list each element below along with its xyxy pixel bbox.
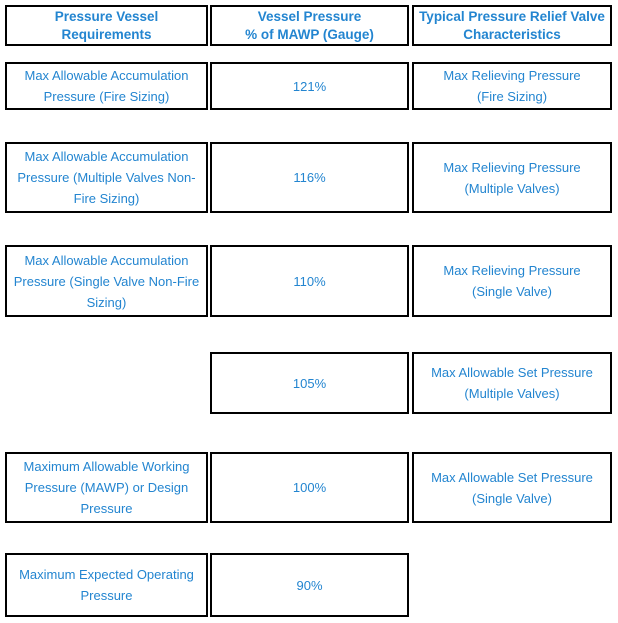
cell-valve-set-multiple: Max Allowable Set Pressure (Multiple Val…	[412, 352, 612, 414]
cell-percent-116: 116%	[210, 142, 409, 213]
cell-valve-relieving-multiple: Max Relieving Pressure (Multiple Valves)	[412, 142, 612, 213]
cell-percent-90: 90%	[210, 553, 409, 617]
cell-requirement-accumulation-fire: Max Allowable Accumulation Pressure (Fir…	[5, 62, 208, 110]
cell-percent-100: 100%	[210, 452, 409, 523]
cell-requirement-accumulation-multiple: Max Allowable Accumulation Pressure (Mul…	[5, 142, 208, 213]
cell-requirement-max-operating: Maximum Expected Operating Pressure	[5, 553, 208, 617]
header-cell-valve-characteristics: Typical Pressure Relief Valve Characteri…	[412, 5, 612, 46]
cell-valve-set-single: Max Allowable Set Pressure (Single Valve…	[412, 452, 612, 523]
cell-percent-110: 110%	[210, 245, 409, 317]
cell-valve-relieving-single: Max Relieving Pressure (Single Valve)	[412, 245, 612, 317]
cell-requirement-accumulation-single: Max Allowable Accumulation Pressure (Sin…	[5, 245, 208, 317]
header-cell-vessel-pressure: Vessel Pressure % of MAWP (Gauge)	[210, 5, 409, 46]
cell-requirement-mawp-design: Maximum Allowable Working Pressure (MAWP…	[5, 452, 208, 523]
cell-percent-105: 105%	[210, 352, 409, 414]
header-cell-requirements: Pressure Vessel Requirements	[5, 5, 208, 46]
cell-percent-121: 121%	[210, 62, 409, 110]
cell-valve-relieving-fire: Max Relieving Pressure (Fire Sizing)	[412, 62, 612, 110]
